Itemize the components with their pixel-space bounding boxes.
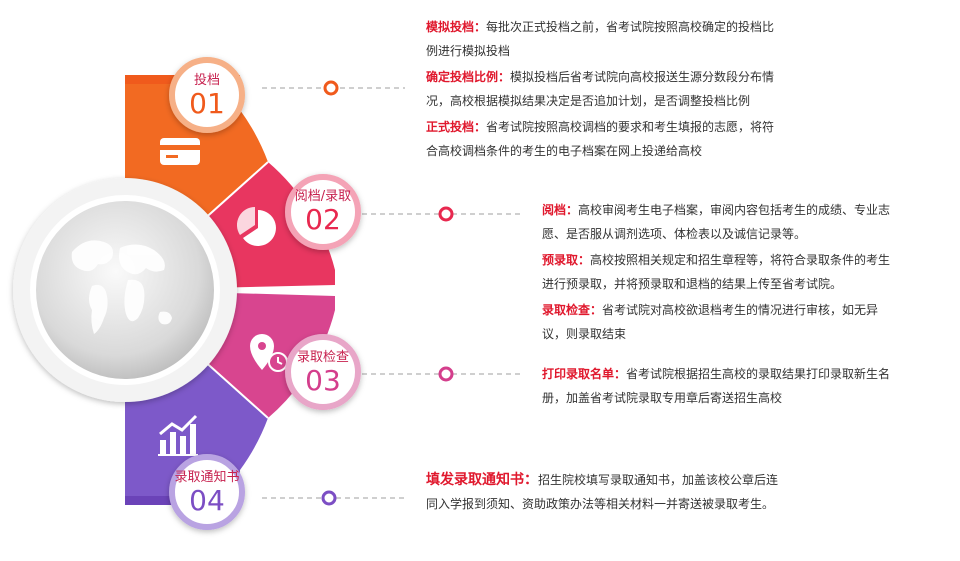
desc-text: 省考试院根据招生高校的录取结果打印录取新生名册，加盖省考试院录取专用章后寄送招生…	[542, 367, 891, 405]
desc-text: 招生院校填写录取通知书，加盖该校公章后连同入学报到须知、资助政策办法等相关材料一…	[426, 473, 779, 511]
stage-label-1: 投档	[194, 72, 220, 88]
description-item: 模拟投档：每批次正式投档之前，省考试院按照高校确定的投档比例进行模拟投档	[426, 15, 781, 63]
term-pre-admission: 预录取：	[542, 253, 591, 267]
description-item: 填发录取通知书：招生院校填写录取通知书，加盖该校公章后连同入学报到须知、资助政策…	[426, 468, 786, 516]
stage-number-2: 02	[305, 203, 341, 236]
stage-badge-3: 录取检查 03	[285, 334, 361, 410]
stage-badge-4: 录取通知书 04	[169, 454, 245, 530]
stage-badge-1: 投档 01	[169, 57, 245, 133]
connector-dot-1	[323, 80, 339, 96]
connector-dot-3	[438, 366, 454, 382]
term-review: 阅档：	[542, 203, 579, 217]
description-group-1: 模拟投档：每批次正式投档之前，省考试院按照高校确定的投档比例进行模拟投档 确定投…	[426, 15, 781, 165]
term-send-notice: 填发录取通知书：	[426, 472, 538, 488]
term-admission-check: 录取检查：	[542, 303, 603, 317]
description-item: 正式投档：省考试院按照高校调档的要求和考生填报的志愿，将符合高校调档条件的考生的…	[426, 115, 781, 163]
description-item: 预录取：高校按照相关规定和招生章程等，将符合录取条件的考生进行预录取，并将预录取…	[542, 248, 897, 296]
stage-label-2: 阅档/录取	[295, 189, 351, 204]
credit-card-icon	[160, 138, 200, 165]
continents	[71, 240, 172, 334]
stage-number-3: 03	[305, 364, 341, 397]
pie-chart-icon	[236, 206, 276, 246]
stage-number-1: 01	[189, 87, 225, 120]
term-filing-ratio: 确定投档比例：	[426, 70, 511, 84]
description-group-4: 填发录取通知书：招生院校填写录取通知书，加盖该校公章后连同入学报到须知、资助政策…	[426, 468, 786, 518]
description-item: 阅档：高校审阅考生电子档案，审阅内容包括考生的成绩、专业志愿、是否服从调剂选项、…	[542, 198, 897, 246]
term-print-list: 打印录取名单：	[542, 367, 627, 381]
description-group-3: 打印录取名单：省考试院根据招生高校的录取结果打印录取新生名册，加盖省考试院录取专…	[542, 362, 907, 412]
term-formal-filing: 正式投档：	[426, 120, 487, 134]
stage-label-3: 录取检查	[297, 350, 349, 365]
stage-number-4: 04	[189, 484, 225, 517]
desc-text: 高校审阅考生电子档案，审阅内容包括考生的成绩、专业志愿、是否服从调剂选项、体检表…	[542, 203, 891, 241]
desc-text: 高校按照相关规定和招生章程等，将符合录取条件的考生进行预录取，并将预录取和退档的…	[542, 253, 891, 291]
desc-text: 每批次正式投档之前，省考试院按照高校确定的投档比例进行模拟投档	[426, 20, 775, 58]
bar-chart-icon	[158, 414, 198, 456]
globe-icon	[30, 195, 220, 385]
description-group-2: 阅档：高校审阅考生电子档案，审阅内容包括考生的成绩、专业志愿、是否服从调剂选项、…	[542, 198, 897, 348]
desc-text: 省考试院对高校欲退档考生的情况进行审核，如无异议，则录取结束	[542, 303, 879, 341]
description-item: 确定投档比例：模拟投档后省考试院向高校报送生源分数段分布情况，高校根据模拟结果决…	[426, 65, 781, 113]
desc-text: 模拟投档后省考试院向高校报送生源分数段分布情况，高校根据模拟结果决定是否追加计划…	[426, 70, 775, 108]
description-item: 打印录取名单：省考试院根据招生高校的录取结果打印录取新生名册，加盖省考试院录取专…	[542, 362, 907, 410]
connector-dot-2	[438, 206, 454, 222]
stage-badge-2: 阅档/录取 02	[285, 174, 361, 250]
term-mock-filing: 模拟投档：	[426, 20, 487, 34]
connector-dot-4	[321, 490, 337, 506]
description-item: 录取检查：省考试院对高校欲退档考生的情况进行审核，如无异议，则录取结束	[542, 298, 897, 346]
stage-label-4: 录取通知书	[174, 469, 239, 485]
desc-text: 省考试院按照高校调档的要求和考生填报的志愿，将符合高校调档条件的考生的电子档案在…	[426, 120, 775, 158]
